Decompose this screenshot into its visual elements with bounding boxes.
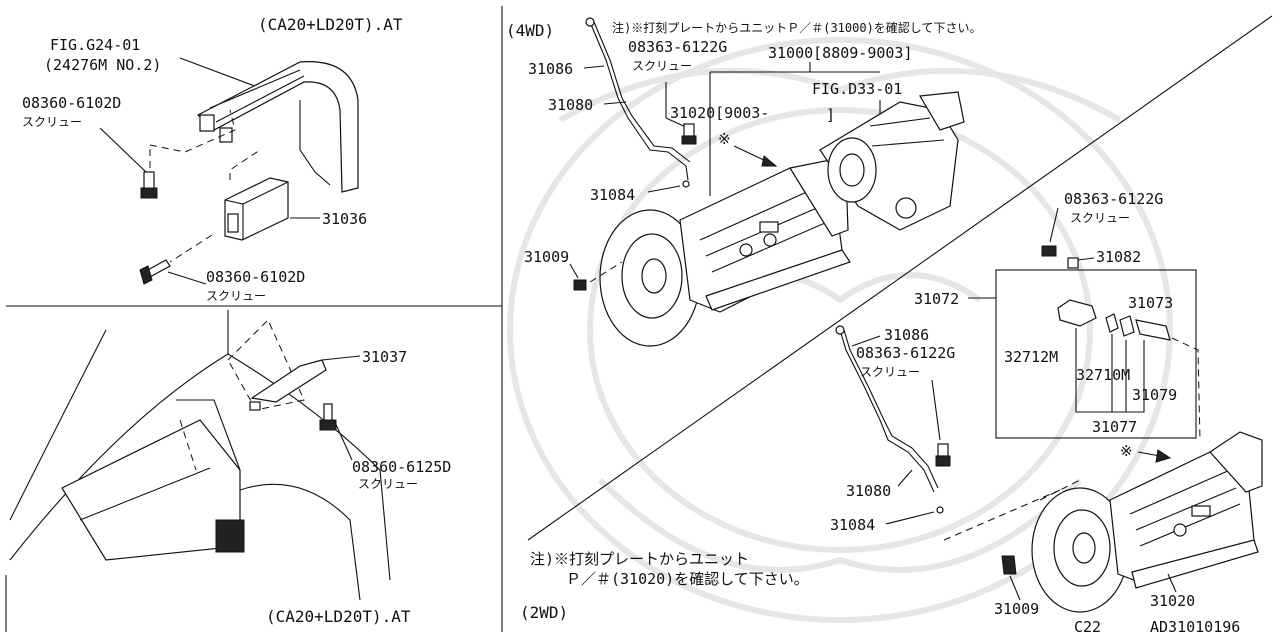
panel-dividers [5,6,1273,632]
tube-4wd-part-label: 31080 [548,96,593,114]
assy-2wd-part-label: 31020 [1150,592,1195,610]
screw-c-note: スクリュー [358,477,418,491]
panel-footer: (CA20+LD20T).AT [266,607,411,626]
panel-4wd: (4WD) 注)※打刻プレートからユニットＰ／＃(31000)を確認して下さい。… [506,17,981,347]
panel-bottom-left: 31037 08360-6125D スクリュー (CA20+LD20T).AT [9,310,451,626]
kit-part-label: 31072 [914,290,959,308]
kit-part-32710m-label: 32710M [1076,366,1130,384]
note-2wd-line2: Ｐ／＃(31020)を確認して下さい。 [566,570,809,588]
screw-b-part-label: 08360-6102D [206,268,305,286]
note-2wd-line1: 注)※打刻プレートからユニット [530,550,749,568]
panel-4wd-note: 注)※打刻プレートからユニットＰ／＃(31000)を確認して下さい。 [612,20,981,35]
dipstick-4wd-part [585,17,691,181]
screw-c-part [319,403,337,431]
control-unit-part [224,177,289,241]
screw-c-part-label: 08360-6125D [352,458,451,476]
panel-2wd-header: (2WD) [520,603,568,622]
screw-4wd-note: スクリュー [632,59,692,73]
mark-4wd: ※ [718,130,731,148]
connector-part [1067,257,1079,269]
dipstick-2wd-part [835,325,939,493]
floor-panel-part [9,310,391,601]
tube-2wd-part-label: 31080 [846,482,891,500]
screw-a-part-label: 08360-6102D [22,94,121,112]
kit-part-31073-label: 31073 [1128,294,1173,312]
bracket-part-label: 31037 [362,348,407,366]
transfer-case-part [819,91,965,231]
bolt-4wd-part [573,279,587,291]
bolt-4wd-part-label: 31009 [524,248,569,266]
control-unit-part-label: 31036 [322,210,367,228]
bracket-part [249,359,327,411]
kit-part-32712m-label: 32712M [1004,348,1058,366]
fig-ref-label: FIG.G24-01 [50,36,140,54]
mark-2wd: ※ [1120,442,1133,460]
fig-ref-sub-label: (24276M NO.2) [44,56,161,74]
panel-header: (CA20+LD20T).AT [258,15,403,34]
shield-cover-part [196,61,359,193]
footer-code: C22 [1074,618,1101,636]
kit-part-31079-label: 31079 [1132,386,1177,404]
bolt-2wd-part [1001,555,1017,575]
transmission-4wd-part [599,159,851,347]
screw-4wd-part-label: 08363-6122G [628,38,727,56]
screw-4wd-part [681,123,697,145]
dipstick-4wd-part-label: 31086 [528,60,573,78]
oring-2wd-part [936,506,944,514]
screw-2wd-top-part [1041,245,1057,257]
screw-2wd-part-label: 08363-6122G [856,344,955,362]
connector-part-label: 31082 [1096,248,1141,266]
oring-4wd-part-label: 31084 [590,186,635,204]
assy-4wd-alt-label: 31020[9003- [670,104,769,122]
screw-a-note: スクリュー [22,115,82,129]
kit-part-31077-label: 31077 [1092,418,1137,436]
kit-box [968,269,1197,439]
panel-4wd-header: (4WD) [506,21,554,40]
footer-ref: AD31010196 [1150,618,1240,636]
fig-d33-label: FIG.D33-01 [812,80,902,98]
screw-a-part [140,171,158,199]
screw-2wd-top-label: 08363-6122G [1064,190,1163,208]
screw-b-part [139,259,171,285]
watermark-emblem [507,37,1173,623]
bolt-2wd-part-label: 31009 [994,600,1039,618]
assy-4wd-part-label: 31000[8809-9003] [768,44,913,62]
panel-top-left: (CA20+LD20T).AT FIG.G24-01 (24276M NO.2)… [22,15,403,303]
oring-4wd-part [682,180,690,188]
panel-2wd: 08363-6122G スクリュー 31082 31072 31073 3271… [520,190,1263,622]
dipstick-2wd-part-label: 31086 [884,326,929,344]
screw-b-note: スクリュー [206,289,266,303]
assy-4wd-alt-close: ] [826,106,835,124]
screw-2wd-note: スクリュー [860,365,920,379]
screw-2wd-part [935,443,951,467]
screw-2wd-top-note: スクリュー [1070,211,1130,225]
transmission-2wd-part [1031,431,1263,613]
oring-2wd-part-label: 31084 [830,516,875,534]
